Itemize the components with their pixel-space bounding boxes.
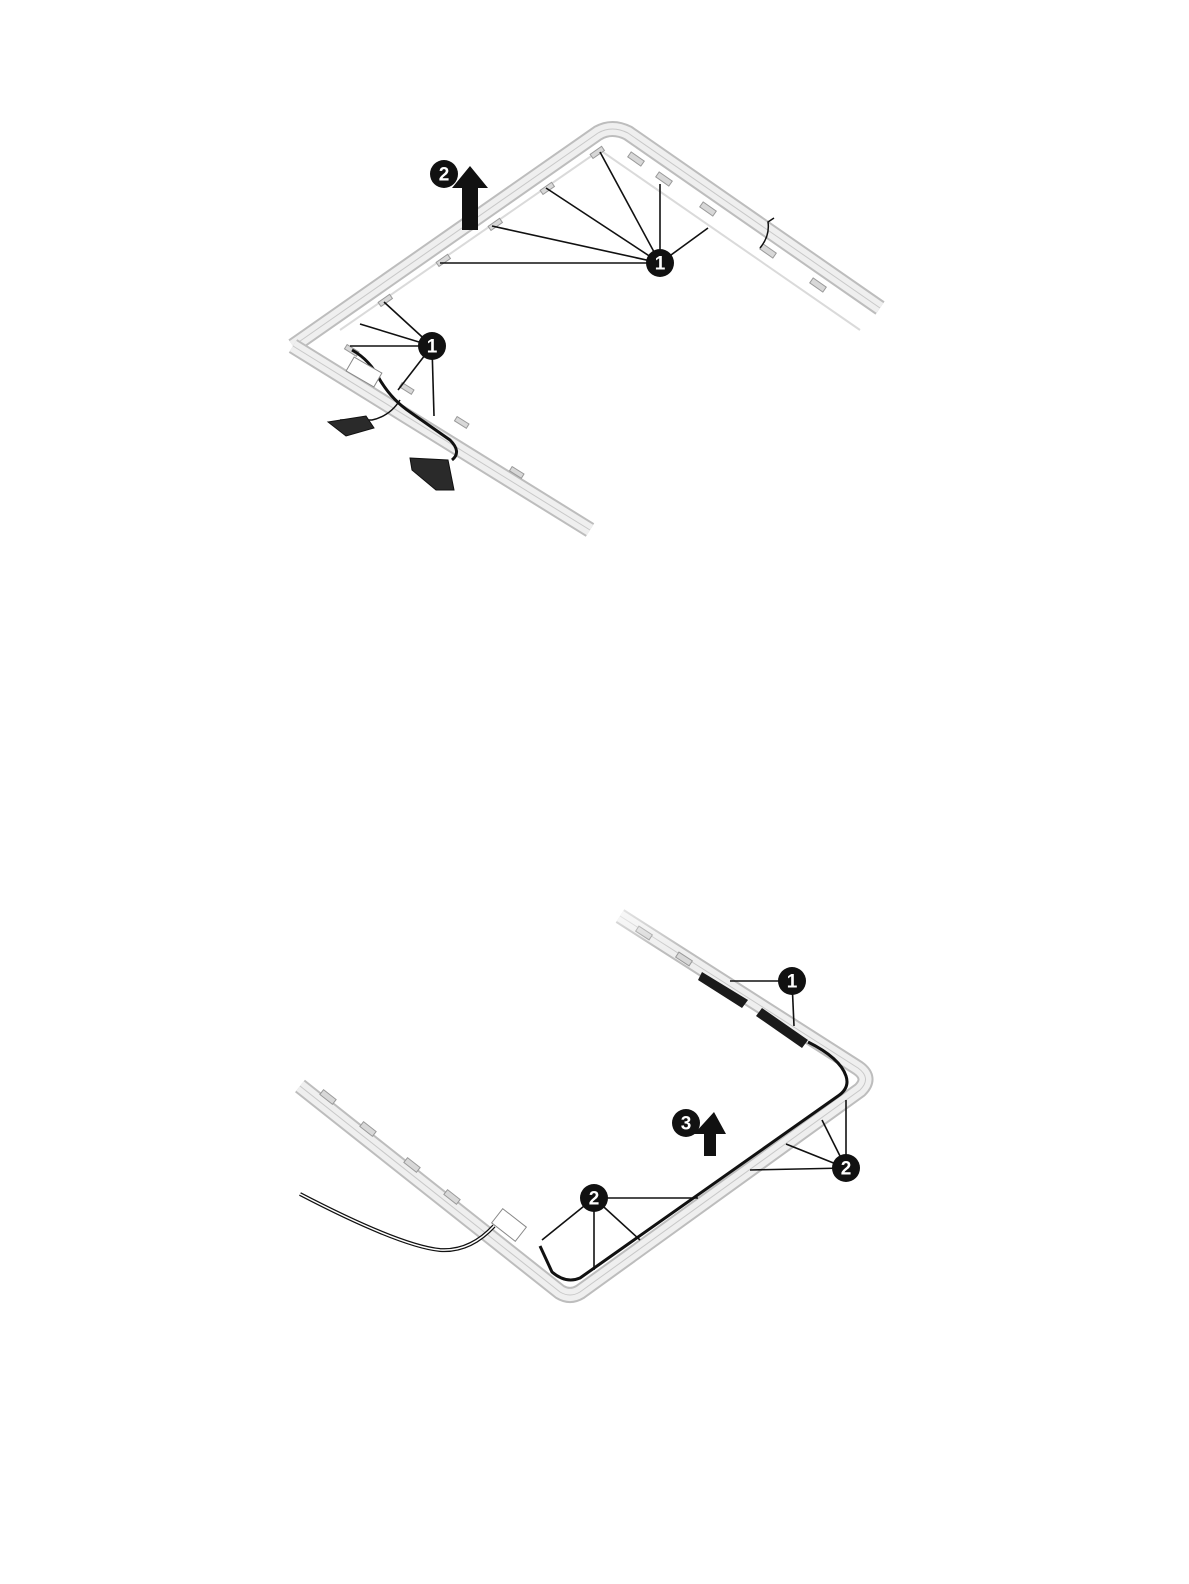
callout-1-upper: 1 xyxy=(646,249,674,277)
fade-overlay xyxy=(0,880,1189,1340)
antenna-module-left xyxy=(328,416,374,436)
svg-text:3: 3 xyxy=(681,1114,692,1135)
callout-1: 1 xyxy=(778,967,806,995)
svg-text:2: 2 xyxy=(589,1189,600,1210)
display-back-cover-figure-top: 1 1 2 xyxy=(0,0,1189,560)
top-figure-svg: 1 1 2 xyxy=(0,0,1189,560)
antenna-module-right xyxy=(410,458,454,490)
callout-2: 2 xyxy=(430,160,458,188)
svg-text:2: 2 xyxy=(841,1159,852,1180)
callout-3: 3 xyxy=(672,1109,700,1137)
bottom-figure-svg: 1 2 2 3 xyxy=(0,880,1189,1340)
display-back-cover-figure-bottom: 1 2 2 3 xyxy=(0,880,1189,1340)
svg-text:1: 1 xyxy=(427,337,438,358)
display-frame xyxy=(293,129,880,530)
svg-text:1: 1 xyxy=(787,972,798,993)
callout-2-right: 2 xyxy=(832,1154,860,1182)
fade-overlay xyxy=(800,0,1189,560)
callout-1-lower: 1 xyxy=(418,332,446,360)
svg-text:2: 2 xyxy=(439,165,450,186)
svg-text:1: 1 xyxy=(655,254,666,275)
callout-2-left: 2 xyxy=(580,1184,608,1212)
